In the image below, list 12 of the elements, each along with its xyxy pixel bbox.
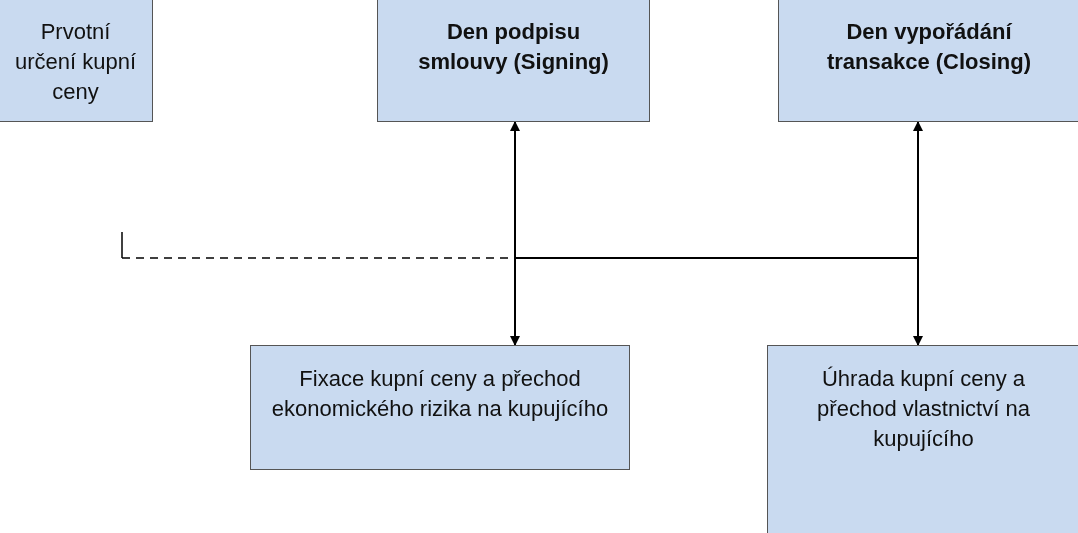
box-text: Den podpisu smlouvy (Signing) bbox=[417, 18, 610, 76]
double-arrow bbox=[510, 121, 520, 346]
text-box bbox=[250, 345, 630, 470]
box-text: Prvotní určení kupní ceny bbox=[13, 18, 138, 106]
box-text: Den vypořádání transakce (Closing) bbox=[825, 18, 1033, 76]
box-text: Fixace kupní ceny a přechod ekonomického rizika na kupujícího bbox=[270, 365, 610, 423]
double-arrow bbox=[913, 121, 923, 346]
box-text: Úhrada kupní ceny a přechod vlastnictví na kupujícího bbox=[816, 365, 1031, 453]
text-box bbox=[0, 0, 153, 122]
text-box bbox=[767, 345, 1078, 533]
text-box bbox=[778, 0, 1078, 122]
text-box bbox=[377, 0, 650, 122]
